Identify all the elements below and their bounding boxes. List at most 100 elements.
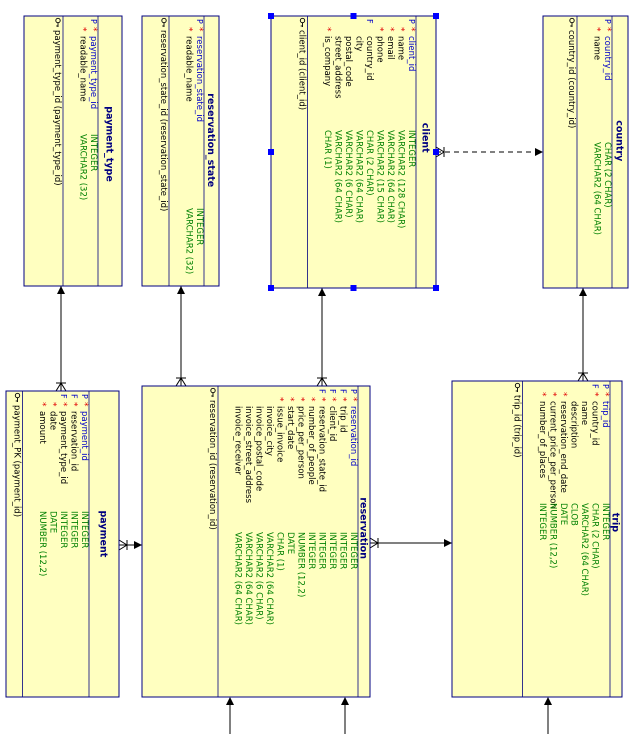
column-type: INTEGER bbox=[306, 532, 316, 569]
table-payment[interactable]: paymentP*payment_idINTEGERF*reservation_… bbox=[5, 390, 120, 698]
column-type: DATE bbox=[558, 503, 568, 525]
column-name: country_id bbox=[364, 36, 374, 81]
column-name: name bbox=[592, 36, 602, 60]
key-icon bbox=[299, 17, 306, 27]
table-body bbox=[23, 15, 123, 287]
key-flag: F bbox=[365, 19, 374, 24]
column-name: payment_id bbox=[79, 411, 89, 461]
required-marker: * bbox=[48, 402, 58, 407]
column-type: CHAR (1) bbox=[275, 532, 285, 571]
column-type: VARCHAR2 (32) bbox=[184, 208, 194, 274]
arrow-head bbox=[177, 286, 185, 294]
column-name: city bbox=[354, 36, 364, 51]
required-marker: * bbox=[88, 27, 98, 32]
selection-handle[interactable] bbox=[433, 149, 439, 155]
arrow-head bbox=[544, 697, 552, 705]
column-type: VARCHAR2 (15 CHAR) bbox=[375, 130, 385, 223]
key-flag: F bbox=[328, 389, 337, 394]
selection-handle[interactable] bbox=[350, 13, 357, 19]
table-title: payment_type bbox=[104, 106, 115, 182]
selection-handles bbox=[268, 13, 439, 291]
column-name: email bbox=[385, 36, 395, 59]
column-type: INTEGER bbox=[88, 134, 98, 171]
column-type: CHAR (2 CHAR) bbox=[364, 130, 374, 196]
key-icon bbox=[161, 17, 167, 27]
column-type: VARCHAR2 (64 CHAR) bbox=[592, 142, 602, 235]
column-type: VARCHAR2 (64 CHAR) bbox=[385, 130, 395, 223]
required-marker: * bbox=[590, 392, 600, 397]
required-marker: * bbox=[385, 27, 395, 32]
selection-handle[interactable] bbox=[433, 13, 439, 19]
arrow-head bbox=[444, 539, 452, 547]
selection-handle[interactable] bbox=[268, 13, 274, 19]
column-name: client_id bbox=[406, 36, 416, 71]
required-marker: * bbox=[592, 27, 602, 32]
required-marker: * bbox=[194, 27, 204, 32]
crows-foot bbox=[316, 377, 328, 387]
column-name: trip_id bbox=[600, 401, 610, 428]
column-name: number_of_people bbox=[306, 406, 316, 485]
column-name: name bbox=[396, 36, 406, 60]
selection-handle[interactable] bbox=[350, 285, 357, 291]
column-type: INTEGER bbox=[537, 503, 547, 540]
key-icon bbox=[55, 17, 61, 27]
crows-foot bbox=[55, 382, 67, 392]
table-reservation-state[interactable]: reservation_stateP*reservation_state_idI… bbox=[141, 15, 220, 287]
key-flag: P bbox=[89, 19, 98, 24]
column-type: VARCHAR2 (32) bbox=[78, 134, 88, 200]
column-type: VARCHAR2 (64 CHAR) bbox=[333, 130, 343, 223]
selection-handle[interactable] bbox=[433, 285, 439, 291]
column-type: INTEGER bbox=[406, 130, 416, 167]
required-marker: * bbox=[317, 397, 327, 402]
required-marker: * bbox=[558, 392, 568, 397]
required-marker: * bbox=[322, 27, 332, 32]
column-name: street_address bbox=[333, 36, 343, 99]
column-name: invoice_postal_code bbox=[254, 406, 264, 491]
column-name: issue_invoice bbox=[275, 406, 285, 462]
required-marker: * bbox=[296, 397, 306, 402]
key-flag: P bbox=[349, 389, 358, 394]
column-type: INTEGER bbox=[327, 532, 337, 569]
table-reservation[interactable]: reservationP*reservation_idINTEGERF*trip… bbox=[141, 385, 371, 698]
column-type: INTEGER bbox=[317, 532, 327, 569]
table-title: trip bbox=[610, 513, 621, 532]
required-marker: * bbox=[275, 397, 285, 402]
column-type: VARCHAR2 (64 CHAR) bbox=[233, 532, 243, 625]
column-name: description bbox=[569, 401, 579, 448]
table-body bbox=[5, 390, 120, 698]
required-marker: * bbox=[78, 27, 88, 32]
arrow-head bbox=[579, 288, 587, 296]
column-name: country_id bbox=[602, 36, 612, 81]
table-title: reservation_state bbox=[205, 93, 216, 187]
column-type: DATE bbox=[285, 532, 295, 554]
required-marker: * bbox=[396, 27, 406, 32]
column-type: DATE bbox=[48, 511, 58, 533]
column-name: current_price_per_person bbox=[548, 401, 558, 509]
key-flag: P bbox=[603, 19, 612, 24]
selection-handle[interactable] bbox=[268, 149, 274, 155]
column-type: CHAR (1) bbox=[322, 130, 332, 169]
key-flag: F bbox=[318, 389, 327, 394]
entity-tables: payment_typeP*payment_type_idINTEGER*rea… bbox=[5, 15, 629, 698]
required-marker: * bbox=[537, 392, 547, 397]
column-type: VARCHAR2 (64 CHAR) bbox=[354, 130, 364, 223]
key-icon bbox=[210, 387, 216, 397]
table-payment-type[interactable]: payment_typeP*payment_type_idINTEGER*rea… bbox=[23, 15, 123, 287]
required-marker: * bbox=[406, 27, 416, 32]
column-name: invoice_receiver bbox=[233, 406, 243, 476]
column-type: NUMBER (12,2) bbox=[37, 511, 47, 576]
table-body bbox=[141, 385, 371, 698]
column-name: price_per_person bbox=[296, 406, 306, 479]
column-type: VARCHAR2 (128 CHAR) bbox=[396, 130, 406, 228]
index-entry: reservation_state_id (reservation_state_… bbox=[158, 30, 168, 211]
key-flag: F bbox=[59, 394, 68, 399]
crows-foot bbox=[175, 377, 187, 387]
column-name: reservation_state_id bbox=[194, 36, 204, 122]
selection-handle[interactable] bbox=[268, 285, 274, 291]
column-name: invoice_street_address bbox=[243, 406, 253, 504]
arrow-head bbox=[318, 288, 326, 296]
